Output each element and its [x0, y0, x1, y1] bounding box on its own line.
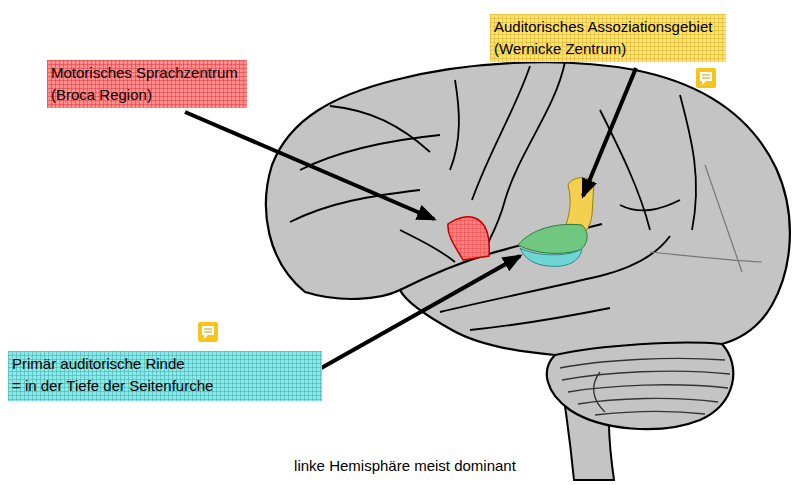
broca-area [448, 217, 489, 260]
auditory-overlap-area [518, 224, 587, 253]
brain-outline [266, 62, 790, 429]
leader-arrow [583, 68, 636, 196]
caption: linke Hemisphäre meist dominant [0, 456, 810, 476]
label-box: Primär auditorische Rinde= in der Tiefe … [8, 351, 322, 401]
label-box: Motorisches Sprachzentrum (Broca Region) [47, 60, 247, 108]
box-text: Motorisches Sprachzentrum (Broca Region) [51, 62, 243, 106]
sulci [290, 62, 696, 330]
box-text: Auditorisches Assoziationsgebiet (Wernic… [494, 16, 722, 60]
box-text: Primär auditorische Rinde [12, 353, 318, 375]
leader-arrow [185, 112, 434, 219]
tentorium-line [555, 343, 722, 355]
leader-arrow [300, 256, 520, 380]
primary-auditory-area [520, 248, 582, 266]
comment-icon [198, 322, 218, 342]
label-box: Auditorisches Assoziationsgebiet (Wernic… [490, 14, 726, 62]
lateral-fissure [400, 224, 602, 290]
cerebellum-folia [560, 358, 730, 415]
comment-icon [696, 68, 716, 88]
lobe-borders [650, 165, 762, 272]
box-text: = in der Tiefe der Seitenfurche [12, 375, 318, 397]
